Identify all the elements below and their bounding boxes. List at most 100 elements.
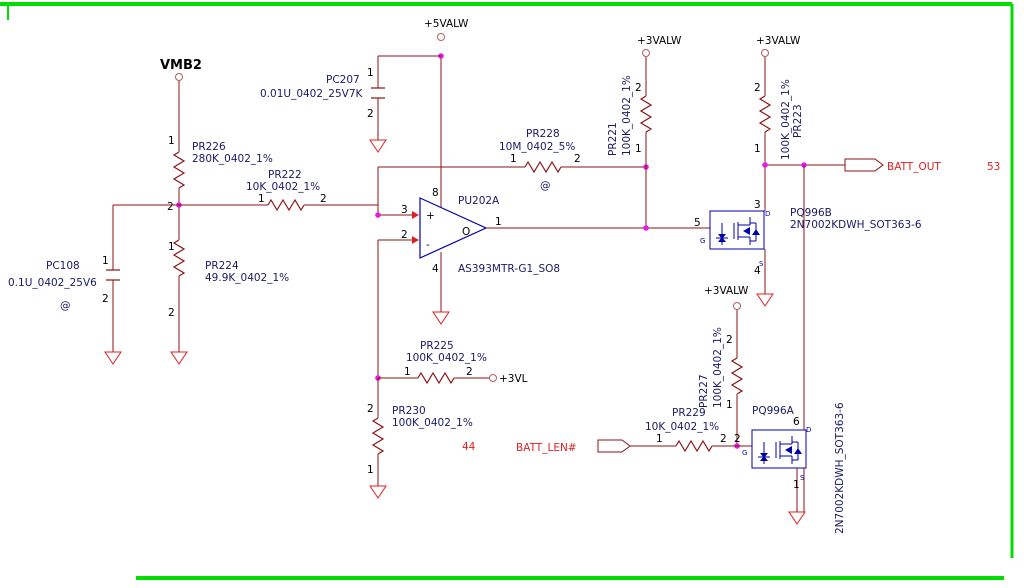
pr221-ref: PR221 bbox=[607, 122, 619, 156]
pq996b-pin5: 5 bbox=[694, 217, 701, 229]
pr226-ref: PR226 bbox=[192, 141, 226, 153]
pq996a-value: 2N7002KDWH_SOT363-6 bbox=[834, 402, 846, 534]
comp-pin2: 2 bbox=[401, 229, 408, 241]
pc207-pin1: 1 bbox=[367, 67, 374, 79]
pr227-ref: PR227 bbox=[698, 374, 710, 408]
p3valw-a-net-label: +3VALW bbox=[637, 35, 682, 47]
vmb2-net-label: VMB2 bbox=[160, 58, 202, 73]
pr225-pin2: 2 bbox=[466, 366, 473, 378]
pr222-ref: PR222 bbox=[268, 169, 302, 181]
pr221-value: 100K_0402_1% bbox=[621, 75, 633, 156]
pq996b-mosfet bbox=[709, 210, 774, 307]
pq996b-ref: PQ996B bbox=[790, 207, 832, 219]
pq996a-g: G bbox=[742, 449, 747, 457]
pc207-pin2: 2 bbox=[367, 108, 374, 120]
pr227-pin2: 2 bbox=[726, 334, 733, 346]
pr223-ref: PR223 bbox=[792, 104, 804, 138]
pr225-ref: PR225 bbox=[420, 340, 454, 352]
pq996a-pin2: 2 bbox=[734, 433, 741, 445]
pc108-pin2: 2 bbox=[102, 293, 109, 305]
comp-pin3: 3 bbox=[401, 204, 408, 216]
pr226-pin2: 2 bbox=[167, 201, 174, 213]
p3valw-b-net-label: +3VALW bbox=[756, 35, 801, 47]
vmb2-divider bbox=[170, 73, 188, 365]
pr230-ref: PR230 bbox=[392, 405, 426, 417]
batt-len-net-label: BATT_LEN# bbox=[516, 442, 577, 454]
pq996a-d: D bbox=[806, 426, 811, 434]
pr228-note: @ bbox=[540, 180, 551, 192]
pq996a-pin6: 6 bbox=[793, 416, 800, 428]
pr229-pin2: 2 bbox=[720, 433, 727, 445]
pr224-value: 49.9K_0402_1% bbox=[205, 272, 289, 284]
pq996a-s: S bbox=[800, 474, 805, 482]
pu202a-comparator bbox=[375, 33, 646, 381]
pr222-pin2: 2 bbox=[320, 193, 327, 205]
pr230-pin1: 1 bbox=[367, 464, 374, 476]
p3valw-c-net-label: +3VALW bbox=[704, 285, 749, 297]
pq996a-pin1: 1 bbox=[793, 479, 800, 491]
pr222-pin1: 1 bbox=[258, 193, 265, 205]
pr230-resistor bbox=[369, 378, 387, 499]
pq996b-value: 2N7002KDWH_SOT363-6 bbox=[790, 219, 922, 231]
comp-pin1: 1 bbox=[495, 216, 502, 228]
pr223-pin2: 2 bbox=[754, 82, 761, 94]
pq996b-pin4: 4 bbox=[754, 265, 761, 277]
pr228-value: 10M_0402_5% bbox=[499, 141, 575, 153]
pr223-pin1: 1 bbox=[754, 143, 761, 155]
pq996b-g: G bbox=[700, 237, 705, 245]
pr229-resistor bbox=[597, 439, 752, 453]
pr224-ref: PR224 bbox=[205, 260, 239, 272]
pr225-value: 100K_0402_1% bbox=[406, 352, 487, 364]
pc207-ref: PC207 bbox=[326, 74, 360, 86]
pr224-pin2: 2 bbox=[168, 307, 175, 319]
batt-out-page-ref: 53 bbox=[987, 161, 1000, 173]
feedback-net bbox=[375, 161, 649, 218]
pr226-value: 280K_0402_1% bbox=[192, 153, 273, 165]
pq996a-ref: PQ996A bbox=[752, 405, 795, 417]
pr226-pin1: 1 bbox=[168, 135, 175, 147]
pq996b-s: S bbox=[759, 260, 764, 268]
pu202a-value: AS393MTR-G1_SO8 bbox=[458, 263, 560, 275]
comp-output-label: O bbox=[462, 226, 470, 238]
pr227-value: 100K_0402_1% bbox=[712, 327, 724, 408]
pr224-pin1: 1 bbox=[168, 241, 175, 253]
pr230-value: 100K_0402_1% bbox=[392, 417, 473, 429]
pr228-pin1: 1 bbox=[510, 153, 517, 165]
comp-pin8: 8 bbox=[432, 187, 439, 199]
pc207-capacitor bbox=[369, 55, 441, 153]
pr222-value: 10K_0402_1% bbox=[246, 181, 320, 193]
pr221-pin2: 2 bbox=[635, 82, 642, 94]
p3vl-net-label: +3VL bbox=[499, 373, 528, 385]
pq996a-mosfet bbox=[751, 429, 807, 525]
pc207-value: 0.01U_0402_25V7K bbox=[260, 88, 364, 100]
pc108-ref: PC108 bbox=[46, 260, 80, 272]
pc108-value: 0.1U_0402_25V6 bbox=[8, 277, 97, 289]
pr227-resistor bbox=[731, 302, 743, 449]
pr225-pin1: 1 bbox=[404, 366, 411, 378]
batt-out-net-label: BATT_OUT bbox=[887, 161, 941, 173]
pr228-pin2: 2 bbox=[574, 153, 581, 165]
pu202a-ref: PU202A bbox=[458, 195, 500, 207]
pc108-pin1: 1 bbox=[102, 255, 109, 267]
pr221-resistor bbox=[640, 49, 710, 231]
pr223-resistor bbox=[759, 49, 884, 430]
pq996b-pin3: 3 bbox=[754, 199, 761, 211]
pr227-pin1: 1 bbox=[726, 399, 733, 411]
comp-pin4: 4 bbox=[432, 263, 439, 275]
pc108-note: @ bbox=[60, 300, 71, 312]
pr222-resistor bbox=[179, 199, 378, 211]
pr221-pin1: 1 bbox=[635, 143, 642, 155]
pq996b-d: D bbox=[765, 210, 770, 218]
pr230-page-ref: 44 bbox=[462, 441, 476, 453]
pr223-value: 100K_0402_1% bbox=[780, 79, 792, 160]
comp-plus-sign: + bbox=[426, 210, 435, 222]
pr229-ref: PR229 bbox=[672, 407, 706, 419]
comp-minus-sign: - bbox=[426, 239, 430, 251]
pr228-ref: PR228 bbox=[526, 128, 560, 140]
pr229-value: 10K_0402_1% bbox=[645, 421, 719, 433]
p5valw-net-label: +5VALW bbox=[424, 18, 469, 30]
pr225-resistor bbox=[378, 372, 497, 384]
pc108-capacitor bbox=[104, 204, 179, 365]
